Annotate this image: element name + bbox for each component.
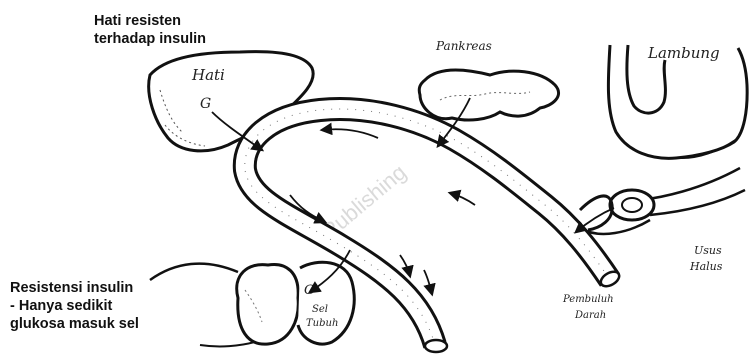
cell-label-line1: Sel xyxy=(312,304,328,315)
flow-arrow-top xyxy=(322,129,378,138)
intestine-label-line2: Halus xyxy=(689,260,723,273)
vessel-label-line1: Pembuluh xyxy=(562,294,614,305)
intestine-label-line1: Usus xyxy=(694,244,722,257)
liver-organ xyxy=(149,52,313,151)
flow-arrow-bottom-2 xyxy=(424,270,432,294)
vessel-label-line2: Darah xyxy=(574,310,606,321)
stomach-label: Lambung xyxy=(647,44,720,62)
flow-arrow-right xyxy=(450,193,475,205)
liver-label: Hati xyxy=(191,66,225,84)
pancreas-label: Pankreas xyxy=(435,39,492,53)
liver-glucose-label: G xyxy=(200,96,211,112)
pancreas-organ xyxy=(419,70,558,120)
small-intestine xyxy=(580,190,654,234)
flow-arrow-bottom-1 xyxy=(400,255,410,276)
cell-label-line2: Tubuh xyxy=(306,318,338,329)
